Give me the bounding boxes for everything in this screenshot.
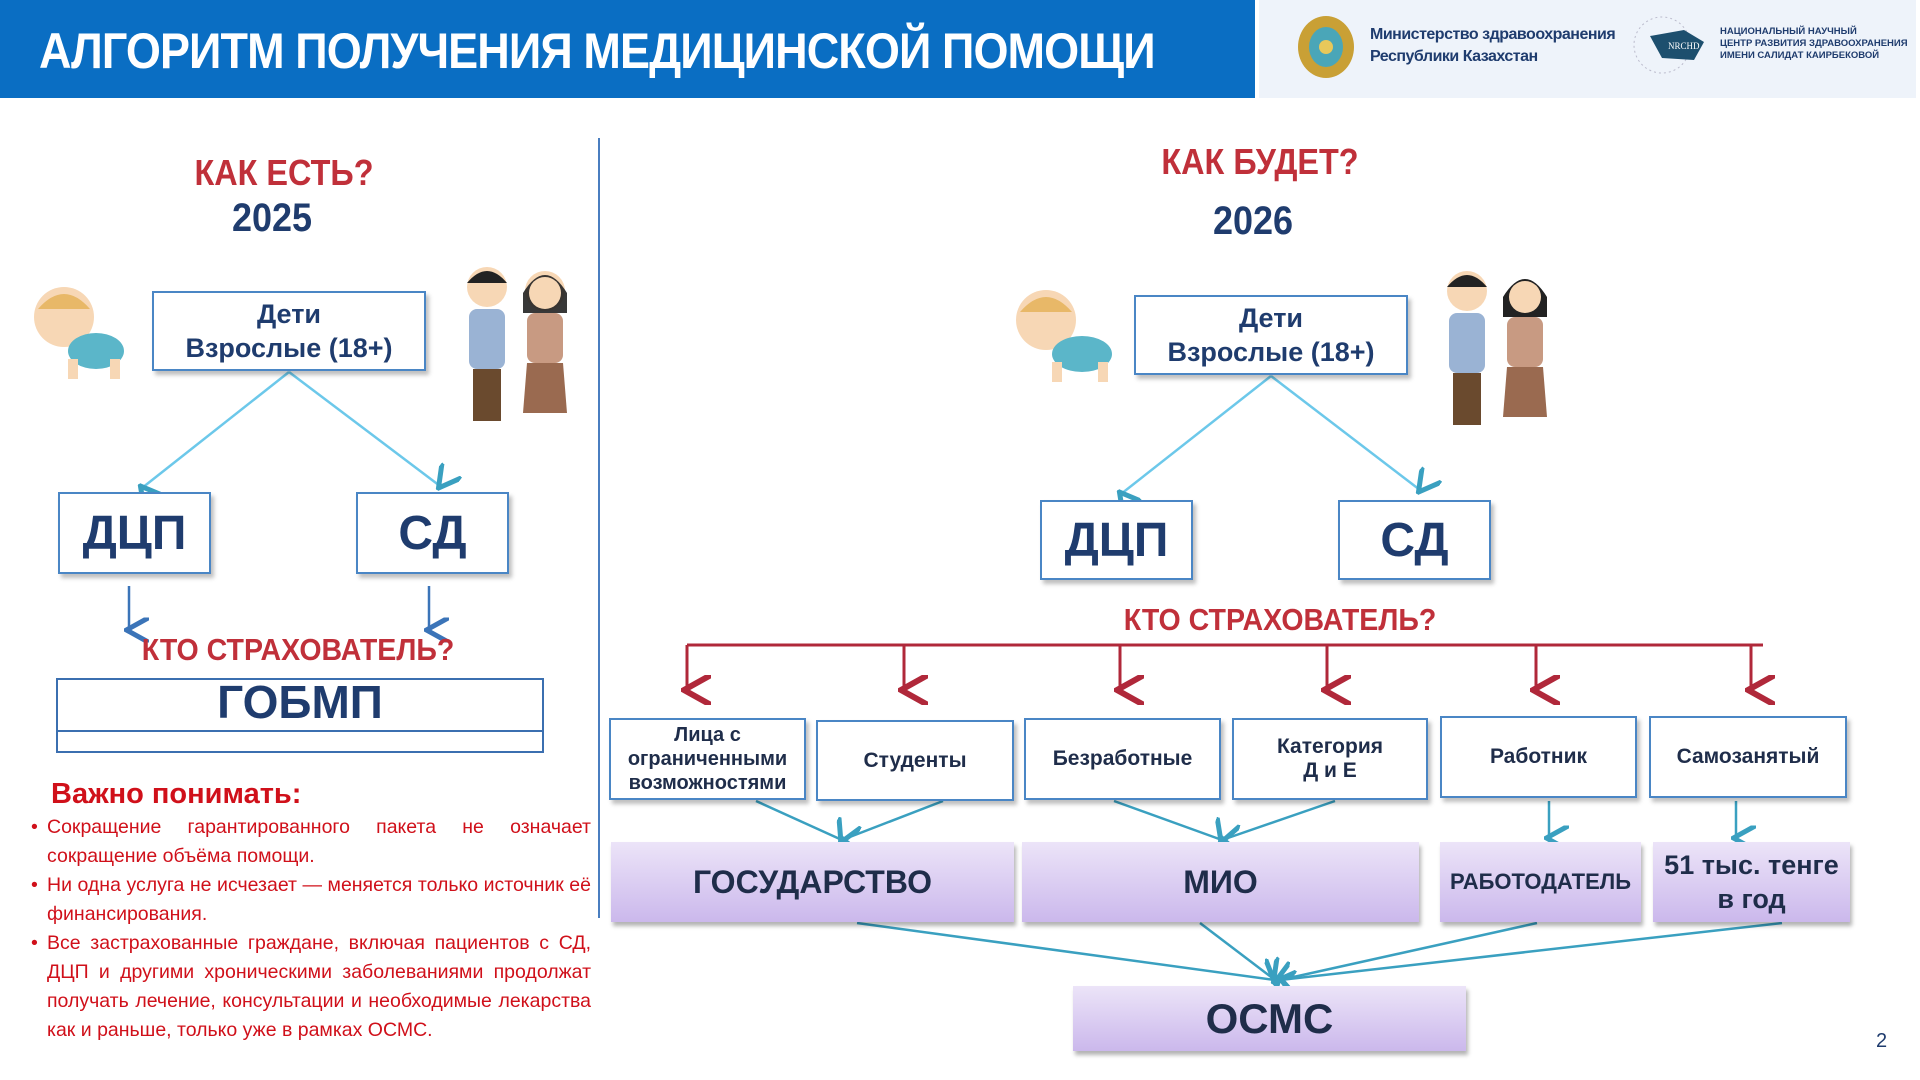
list-item: Сокращение гарантированного пакета не оз… (31, 813, 591, 871)
adults-illustration-icon (1447, 271, 1547, 425)
osms-box: ОСМС (1073, 986, 1466, 1051)
svg-text:NRCHD: NRCHD (1668, 41, 1700, 51)
nrchd-logo-icon: NRCHD (1633, 16, 1704, 74)
important-list: Сокращение гарантированного пакета не оз… (31, 813, 591, 1045)
category-employee: Работник (1440, 716, 1637, 798)
current-heading: КАК ЕСТЬ? (194, 152, 374, 193)
important-title: Важно понимать: (51, 778, 302, 810)
category-self-employed: Самозанятый (1649, 716, 1847, 798)
future-year: 2026 (1212, 199, 1294, 243)
list-item: Ни одна услуга не исчезает — меняется то… (31, 871, 591, 929)
sd-box: СД (1338, 500, 1491, 580)
kazakhstan-emblem-icon (1298, 16, 1354, 78)
insurer-question: КТО СТРАХОВАТЕЛЬ? (1123, 602, 1437, 637)
logo-panel (1259, 0, 1916, 98)
gobmp-box: ГОБМП (56, 678, 544, 753)
payer-self-fee: 51 тыс. тенге в год (1653, 842, 1850, 922)
page-number: 2 (1876, 1030, 1888, 1052)
title-banner (0, 0, 1255, 98)
category-students: Студенты (816, 720, 1014, 801)
current-year: 2025 (231, 196, 313, 240)
payer-employer: РАБОТОДАТЕЛЬ (1440, 842, 1641, 922)
payer-mio: МИО (1022, 842, 1419, 922)
adults-illustration-icon (467, 267, 567, 421)
category-unemployed: Безработные (1024, 718, 1221, 800)
dcp-box: ДЦП (1040, 500, 1193, 580)
divider (598, 138, 600, 918)
sd-box: СД (356, 492, 509, 574)
gobmp-label: ГОБМП (58, 679, 542, 732)
baby-illustration-icon (34, 287, 124, 379)
baby-illustration-icon (1016, 290, 1112, 382)
list-item: Все застрахованные граждане, включая пац… (31, 929, 591, 1045)
page-title: АЛГОРИТМ ПОЛУЧЕНИЯ МЕДИЦИНСКОЙ ПОМОЩИ (39, 23, 1156, 79)
category-d-e: Категория Д и Е (1232, 718, 1428, 800)
future-heading: КАК БУДЕТ? (1161, 141, 1359, 182)
payer-state: ГОСУДАРСТВО (611, 842, 1014, 922)
category-disabled: Лица с ограниченными возможностями (609, 718, 806, 800)
insurer-question: КТО СТРАХОВАТЕЛЬ? (141, 632, 455, 667)
dcp-box: ДЦП (58, 492, 211, 574)
